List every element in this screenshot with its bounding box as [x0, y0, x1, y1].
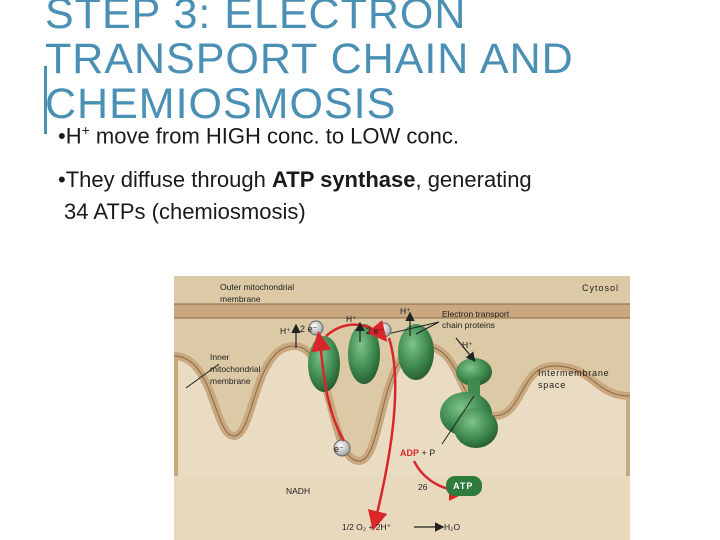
inner-membrane-label-3: membrane — [210, 376, 251, 386]
electron-flow-arrow — [311, 331, 346, 442]
count-26-label: 26 — [418, 482, 428, 492]
title-accent-bar — [44, 66, 47, 134]
hplus-label-1: H⁺ — [280, 326, 291, 336]
bullet-atp-synthase: •They diffuse through ATP synthase, gene… — [58, 164, 718, 228]
bullet-text-line2: 34 ATPs (chemiosmosis) — [64, 199, 306, 224]
electron-transport-diagram: Outer mitochondrial membrane Cytosol H⁺ … — [174, 276, 630, 540]
atp-label: ATP — [453, 481, 473, 491]
nadh-label: NADH — [286, 486, 310, 496]
atp-synthase — [440, 358, 498, 448]
inner-membrane-label-1: Inner — [210, 352, 230, 362]
outer-membrane — [174, 304, 630, 318]
electron-flow-arrow — [367, 337, 397, 531]
hplus-label-4: H⁺ — [462, 340, 473, 350]
bullet-marker: • — [58, 123, 66, 149]
bullet-text-rest: , generating — [415, 167, 532, 192]
two-e-label-1: 2 e⁻ — [300, 324, 318, 334]
bullet-text-rest: move from HIGH conc. to LOW conc. — [89, 123, 459, 149]
hplus-label-2: H⁺ — [346, 314, 357, 324]
bullet-text: They diffuse through — [65, 167, 272, 192]
slide-title: STEP 3: ELECTRON TRANSPORT CHAIN AND CHE… — [45, 0, 574, 128]
oxygen-label: 1/2 O₂ + 2H⁺ — [342, 522, 392, 532]
outer-membrane-label-1: Outer mitochondrial — [220, 282, 294, 292]
adp-label: ADP + P — [400, 448, 435, 458]
inner-membrane-label-2: mitochondrial — [210, 364, 261, 374]
superscript-plus: + — [81, 122, 90, 138]
proton-arrow — [455, 337, 476, 362]
etc-protein-3 — [398, 324, 434, 380]
etc-label-1: Electron transport — [442, 309, 510, 319]
bold-term-atp-synthase: ATP synthase — [272, 167, 416, 192]
intermembrane-label-1: Intermembrane — [538, 368, 609, 378]
bullet-hydrogen-movement: •H+ move from HIGH conc. to LOW conc. — [58, 122, 459, 149]
electron-label: e⁻ — [334, 444, 344, 454]
hplus-label-3: H⁺ — [400, 306, 411, 316]
etc-label-2: chain proteins — [442, 320, 495, 330]
outer-membrane-label-2: membrane — [220, 294, 261, 304]
bullet-text: H — [65, 123, 82, 149]
two-e-label-2: 2 e⁻ — [366, 326, 384, 336]
water-label: H₂O — [444, 522, 460, 532]
bullet-marker: • — [58, 167, 66, 192]
intermembrane-label-2: space — [538, 380, 566, 390]
cytosol-label: Cytosol — [582, 283, 619, 293]
atp-badge — [446, 476, 482, 496]
electron-sphere — [333, 439, 351, 457]
